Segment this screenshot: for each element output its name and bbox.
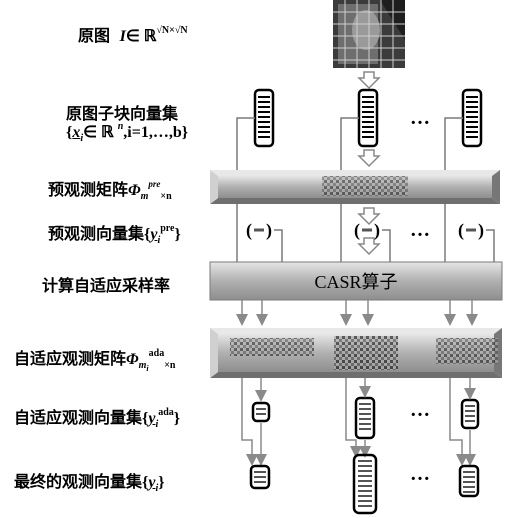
svg-text:…: … xyxy=(410,219,430,241)
final-vector-lines xyxy=(254,461,475,506)
to-ada-arrows xyxy=(242,300,472,320)
adaptive-matrix-bar xyxy=(210,328,502,378)
svg-text:(: ( xyxy=(246,220,252,241)
original-image-thumbnail xyxy=(333,0,405,68)
svg-text:…: … xyxy=(410,107,430,129)
final-vectors xyxy=(251,455,478,513)
svg-text:…: … xyxy=(410,399,430,421)
pre-matrix-bar xyxy=(210,170,500,204)
svg-text:): ) xyxy=(266,220,272,241)
adaptive-vector-lines xyxy=(256,404,475,429)
svg-text:…: … xyxy=(410,463,430,485)
svg-text:): ) xyxy=(478,220,484,241)
casr-label: CASR算子 xyxy=(314,272,397,292)
casr-operator-bar: CASR算子 xyxy=(210,262,502,300)
svg-text:(: ( xyxy=(354,220,360,241)
svg-text:): ) xyxy=(374,220,380,241)
svg-text:(: ( xyxy=(458,220,464,241)
